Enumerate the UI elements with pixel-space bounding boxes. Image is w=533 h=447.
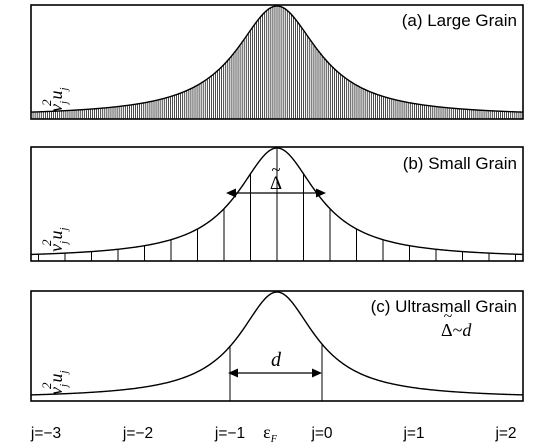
panel-a-ylabel-v: v [46,104,66,112]
panel-a-ylabel: vj2uj [39,87,70,112]
spacing-symbol: d [271,349,282,371]
panel-c-ylabel-v: v [46,387,66,395]
panel-b-ylabel-u: u [46,230,66,239]
panel-a-ylabel-vsub: j [58,101,70,106]
panel-c-curve [30,291,524,396]
panel-b-ylabel-usub: j [58,227,70,232]
fermi-subscript: F [270,434,278,445]
panel-c-label: (c) Ultrasmall Grain [371,297,517,316]
panel-c: (c) Ultrasmall Grain vj2uj ~ Δ~d d [30,290,524,402]
panel-a-ylabel-usub: j [58,87,70,92]
relation-mark: ~ [444,308,453,325]
svg-text:vj2uj: vj2uj [39,227,70,252]
fermi-energy-label: εF [263,422,278,445]
gap-symbol-mark: ~ [271,160,280,179]
relation: Δ~d [441,320,472,340]
panel-a-ylabel-vsup: 2 [39,99,54,106]
panel-c-ylabel-vsup: 2 [39,382,54,389]
fermi-symbol: ε [263,422,271,442]
panel-b: (b) Small Grain vj2uj ~ Δ [30,146,524,262]
panel-b-lines [38,148,516,261]
x-tick-label: j=2 [494,425,516,442]
relation-sep: ~ [453,320,463,340]
panel-a-label: (a) Large Grain [402,11,517,30]
panel-b-ylabel-vsub: j [58,241,70,246]
panel-c-frame [30,290,524,402]
panel-c-ylabel-u: u [46,373,66,382]
panel-a-lines [30,6,524,119]
panel-b-ylabel-v: v [46,244,66,252]
x-axis: j=−3 j=−2 j=−1 j=0 j=1 j=2 εF [30,422,517,445]
gap-arrow-left-head [226,188,236,198]
x-tick-label: j=−1 [214,425,245,442]
panel-a: (a) Large Grain vj2uj [30,4,524,120]
x-tick-label: j=−3 [30,425,61,442]
panel-b-ylabel: vj2uj [39,227,70,252]
x-tick-label: j=0 [310,425,332,442]
panel-b-label: (b) Small Grain [403,154,517,173]
gap-arrow [226,188,326,198]
panel-a-ylabel-u: u [46,90,66,99]
panel-c-ylabel-usub: j [58,370,70,375]
gap-arrow-right-head [316,188,326,198]
panel-b-ylabel-vsup: 2 [39,239,54,246]
panel-c-ylabel: vj2uj [39,370,70,395]
relation-right: d [462,320,472,340]
x-tick-label: j=1 [402,425,424,442]
panel-b-curve [30,147,524,256]
spacing-arrow-left-head [228,368,238,378]
panel-a-curve [30,5,524,113]
spacing-arrow-right-head [312,368,322,378]
svg-text:vj2uj: vj2uj [39,87,70,112]
gap-symbol: Δ [270,173,282,194]
x-tick-label: j=−2 [122,425,153,442]
svg-text:vj2uj: vj2uj [39,370,70,395]
panel-c-ylabel-vsub: j [58,384,70,389]
relation-left: Δ [441,320,453,340]
spacing-arrow [228,368,322,378]
